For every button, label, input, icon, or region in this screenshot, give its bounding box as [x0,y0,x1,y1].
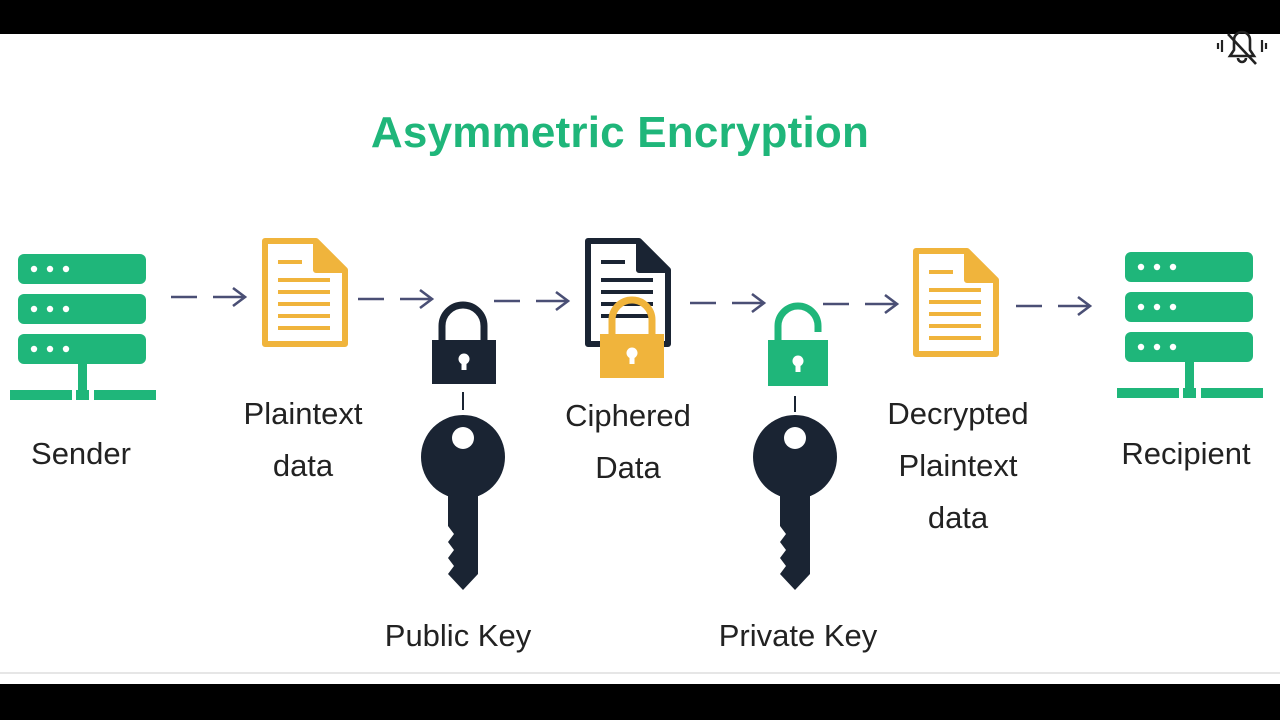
ciphered-label-line-2: Data [595,450,661,485]
arrow-decrypted-to-recipient [1014,295,1092,317]
decrypted-label-line-2: Plaintext [898,448,1018,483]
decrypted-label-line-3: data [927,500,989,535]
bottom-letterbox-bar [0,684,1280,720]
plaintext-label-line-1: Plaintext [243,396,363,431]
ciphered-padlock-icon [600,296,664,378]
private-key-icon [753,415,837,590]
arrow-plaintext-to-publickey [356,288,434,310]
arrow-sender-to-plaintext [169,286,247,308]
ciphered-label: Ciphered Data [548,390,708,494]
sender-server-icon [10,254,156,400]
public-key-icon [421,415,505,590]
bottom-divider [0,672,1280,674]
public-key-label: Public Key [384,618,532,653]
ciphered-label-line-1: Ciphered [565,398,691,433]
recipient-label: Recipient [1121,436,1251,471]
private-key-padlock-icon [768,302,828,386]
decrypted-label-line-1: Decrypted [887,396,1029,431]
arrow-publickey-to-ciphered [492,290,570,312]
ciphered-document-icon [585,238,671,347]
diagram-title: Asymmetric Encryption [370,108,870,157]
decrypted-label: Decrypted Plaintext data [868,388,1048,544]
private-key-label: Private Key [718,618,878,653]
arrow-privatekey-to-decrypted [821,293,899,315]
mute-notification-icon[interactable] [1216,30,1268,70]
plaintext-label-line-2: data [272,448,334,483]
decrypted-document-icon [913,248,999,357]
sender-label: Sender [31,436,131,471]
arrow-ciphered-to-privatekey [688,292,766,314]
top-letterbox-bar [0,0,1280,34]
plaintext-label: Plaintext data [220,388,386,492]
public-key-padlock-icon [432,301,496,384]
plaintext-document-icon [262,238,348,347]
recipient-server-icon [1117,252,1263,398]
